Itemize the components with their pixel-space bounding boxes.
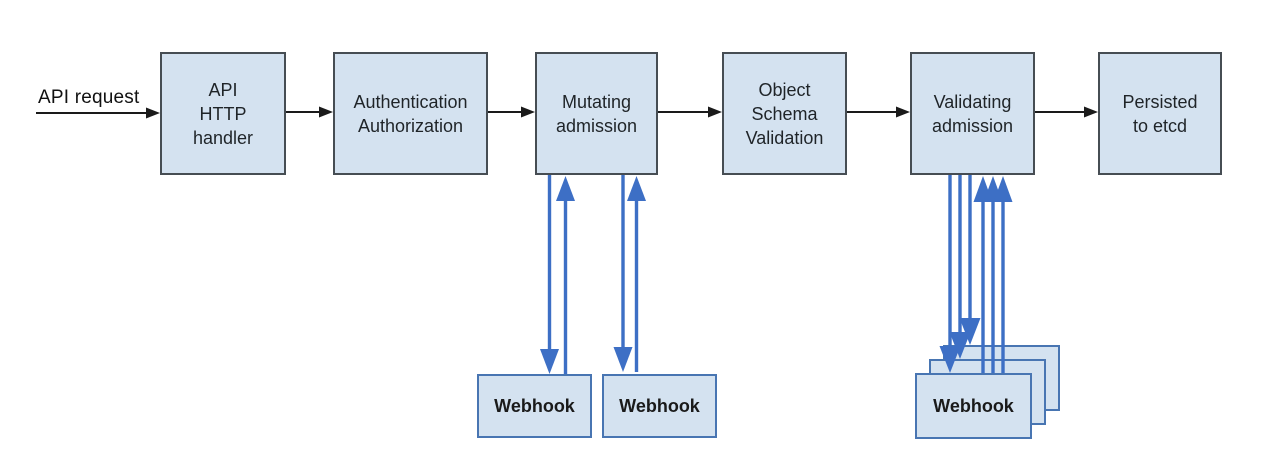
- flow-box-label-line: HTTP: [199, 103, 247, 124]
- flow-box-api-http-handler: API HTTP handler: [160, 52, 286, 175]
- arrow-auth-to-mutating: [488, 106, 535, 118]
- webhook-box-validating-front: Webhook: [915, 373, 1032, 439]
- arrow-api-request: [36, 107, 160, 119]
- webhook-label: Webhook: [494, 396, 575, 416]
- flow-box-label-line: Validation: [745, 127, 824, 148]
- flow-box-authentication-authorization: Authentication Authorization: [333, 52, 488, 175]
- flow-box-label-line: to etcd: [1132, 115, 1188, 136]
- arrow-mutating-webhook1-down: [540, 175, 559, 374]
- flow-box-label-line: Mutating: [561, 91, 632, 112]
- flow-box-label-line: Validating: [933, 91, 1012, 112]
- webhook-label: Webhook: [933, 396, 1014, 416]
- flow-box-object-schema-validation: Object Schema Validation: [722, 52, 847, 175]
- arrow-validating-webhooks-up: [973, 176, 1013, 373]
- flow-box-label-line: Authorization: [357, 115, 464, 136]
- arrow-mutating-webhook2-down: [613, 175, 633, 372]
- flow-box-label-line: Schema: [751, 103, 818, 124]
- flow-box-label-line: admission: [931, 115, 1014, 136]
- flow-box-label-line: handler: [192, 127, 254, 148]
- flow-box-validating-admission: Validating admission: [910, 52, 1035, 175]
- arrow-mutating-webhook2-up: [627, 176, 646, 372]
- arrow-mutating-to-schema: [658, 106, 722, 118]
- webhook-box-mutating-1: Webhook: [477, 374, 592, 438]
- arrow-mutating-webhook1-up: [556, 176, 575, 374]
- flow-box-label-line: Persisted: [1122, 91, 1198, 112]
- arrow-schema-to-validating: [847, 106, 910, 118]
- arrow-validating-to-etcd: [1035, 106, 1098, 118]
- webhook-box-mutating-2: Webhook: [602, 374, 717, 438]
- flow-box-persisted-to-etcd: Persisted to etcd: [1098, 52, 1222, 175]
- flow-box-mutating-admission: Mutating admission: [535, 52, 658, 175]
- flow-box-label-line: Authentication: [353, 91, 468, 112]
- arrow-validating-webhooks-down: [939, 175, 981, 373]
- flow-box-label-line: API: [208, 79, 238, 100]
- api-request-label: API request: [38, 87, 140, 108]
- flow-box-label-line: Object: [758, 79, 811, 100]
- webhook-label: Webhook: [619, 396, 700, 416]
- flow-box-label-line: admission: [555, 115, 638, 136]
- arrow-handler-to-auth: [286, 106, 333, 118]
